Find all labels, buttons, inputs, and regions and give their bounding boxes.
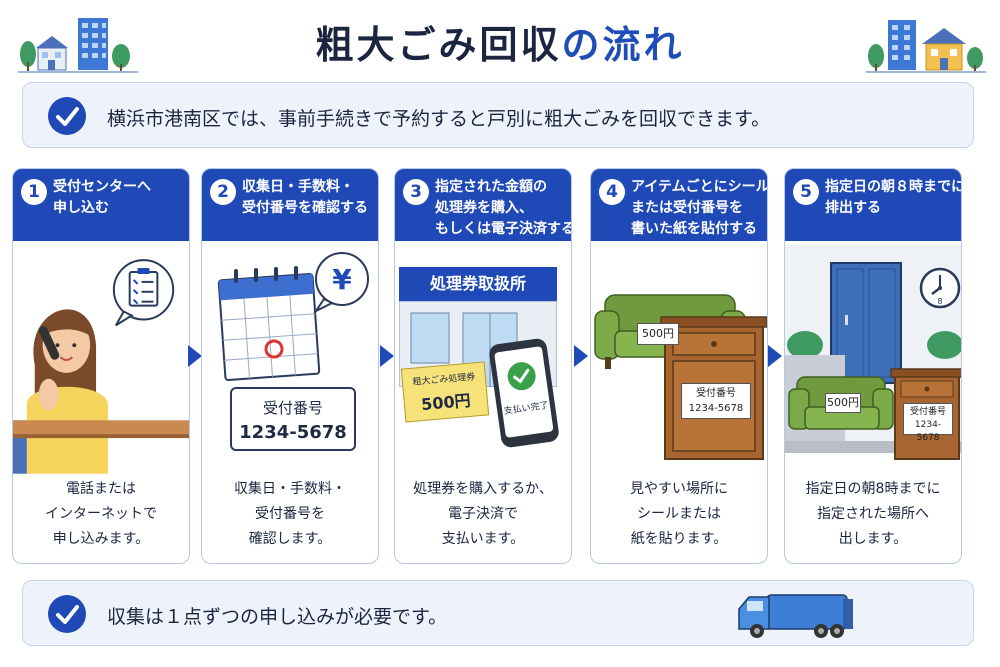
step-caption: 指定日の朝8時までに 指定された場所へ 出します。 <box>785 477 961 552</box>
heading-line: 排出する <box>825 200 881 216</box>
caption-line: 指定日の朝8時までに <box>805 481 941 497</box>
houses-icon <box>866 20 986 73</box>
caption-line: 処理券を購入するか、 <box>413 481 553 497</box>
calendar-icon: ¥ <box>217 252 369 381</box>
paper-number: 1234-5678 <box>914 420 942 443</box>
garbage-truck-icon <box>738 594 853 638</box>
caption-line: 見やすい場所に <box>630 481 728 497</box>
step-heading: 受付センターへ 申し込む <box>53 177 183 219</box>
step-4-card: 4 アイテムごとにシール または受付番号を 書いた紙を貼付する 500円 受付番… <box>590 168 768 564</box>
step-caption: 見やすい場所に シールまたは 紙を貼ります。 <box>591 477 767 552</box>
caption-line: 収集日・手数料・ <box>234 481 346 497</box>
heading-line: 指定日の朝８時までに <box>825 179 962 195</box>
heading-line: 書いた紙を貼付する <box>631 221 757 237</box>
caption-line: 電子決済で <box>448 506 518 522</box>
receipt-number: 1234-5678 <box>239 422 347 443</box>
step-5-card: 5 指定日の朝８時までに 排出する <box>784 168 962 564</box>
check-circle-icon <box>48 97 86 135</box>
heading-line: もしくは電子決済する <box>435 221 572 237</box>
city-buildings-icon <box>18 18 138 73</box>
sofa-icon <box>594 294 767 460</box>
clock-icon: 8 <box>919 267 961 309</box>
intro-banner: 横浜市港南区では、事前手続きで予約すると戸別に粗大ごみを回収できます。 <box>22 82 974 148</box>
step-header: 1 受付センターへ 申し込む <box>13 169 189 241</box>
step-number: 3 <box>403 179 429 205</box>
step-4-illustration: 500円 受付番号 1234-5678 <box>591 245 767 475</box>
caption-line: 紙を貼ります。 <box>630 531 728 547</box>
step-header: 4 アイテムごとにシール または受付番号を 書いた紙を貼付する <box>591 169 767 241</box>
step-number: 4 <box>599 179 625 205</box>
caption-line: シールまたは <box>637 506 721 522</box>
price-sticker: 500円 <box>637 323 679 345</box>
heading-line: アイテムごとにシール <box>631 179 768 195</box>
receipt-label: 受付番号 <box>262 399 323 417</box>
payment-done-text: 支払い完了 <box>503 400 550 417</box>
heading-line: 受付センターへ <box>53 179 151 195</box>
paper-label: 受付番号 <box>696 388 736 399</box>
step-heading: アイテムごとにシール または受付番号を 書いた紙を貼付する <box>631 177 768 240</box>
caption-line: 出します。 <box>838 531 908 547</box>
heading-line: 処理券を購入、 <box>435 200 533 216</box>
reception-number-paper: 受付番号 1234-5678 <box>903 403 953 443</box>
step-1-card: 1 受付センターへ 申し込む 電話または インターネットで 申し込みます。 <box>12 168 190 564</box>
arrow-right-icon <box>380 345 394 367</box>
arrow-right-icon <box>574 345 588 367</box>
check-circle-icon <box>48 595 86 633</box>
paper-label: 受付番号 <box>909 407 946 417</box>
step-header: 3 指定された金額の 処理券を購入、 もしくは電子決済する <box>395 169 571 241</box>
disposal-ticket: 粗大ごみ処理券 500円 <box>400 361 490 423</box>
step-caption: 処理券を購入するか、 電子決済で 支払います。 <box>395 477 571 552</box>
paper-number: 1234-5678 <box>688 403 744 414</box>
step-header: 2 収集日・手数料・ 受付番号を確認する <box>202 169 378 241</box>
note-banner: 収集は１点ずつの申し込みが必要です。 <box>22 580 974 646</box>
heading-line: または受付番号を <box>631 200 743 216</box>
step-heading: 収集日・手数料・ 受付番号を確認する <box>242 177 372 219</box>
step-heading: 指定日の朝８時までに 排出する <box>825 177 962 219</box>
step-number: 5 <box>793 179 819 205</box>
caption-line: 申し込みます。 <box>52 531 150 547</box>
smartphone-icon: 支払い完了 <box>488 337 560 449</box>
title-accent: の流れ <box>561 23 685 67</box>
step-header: 5 指定日の朝８時までに 排出する <box>785 169 961 241</box>
step-2-card: 2 収集日・手数料・ 受付番号を確認する ¥ 受付番号 1234-5678 <box>201 168 379 564</box>
step-number: 1 <box>21 179 47 205</box>
step-caption: 収集日・手数料・ 受付番号を 確認します。 <box>202 477 378 552</box>
step-number: 2 <box>210 179 236 205</box>
step-2-illustration: ¥ 受付番号 1234-5678 <box>202 245 378 475</box>
svg-text:8: 8 <box>937 297 942 306</box>
heading-line: 指定された金額の <box>435 179 547 195</box>
step-3-card: 3 指定された金額の 処理券を購入、 もしくは電子決済する 処理券取扱所 粗大ご… <box>394 168 572 564</box>
step-5-illustration: 8 500円 受付番号 1234-5678 <box>785 245 961 475</box>
caption-line: 支払います。 <box>441 531 525 547</box>
intro-text: 横浜市港南区では、事前手続きで予約すると戸別に粗大ごみを回収できます。 <box>107 108 771 130</box>
yen-icon: ¥ <box>332 263 352 296</box>
caption-line: インターネットで <box>45 506 157 522</box>
caption-line: 受付番号を <box>255 506 325 522</box>
title-main: 粗大ごみ回収 <box>315 23 562 67</box>
heading-line: 受付番号を確認する <box>242 200 368 216</box>
payment-check-icon <box>507 362 536 391</box>
step-caption: 電話または インターネットで 申し込みます。 <box>13 477 189 552</box>
step-3-illustration: 処理券取扱所 粗大ごみ処理券 500円 支払い完了 <box>395 245 571 475</box>
ticket-price: 500円 <box>420 390 472 415</box>
phone-call-icon <box>13 259 189 474</box>
price-sticker: 500円 <box>825 393 861 413</box>
page-title: 粗大ごみ回収の流れ <box>0 14 1000 69</box>
caption-line: 電話または <box>66 481 136 497</box>
reception-number-paper: 受付番号 1234-5678 <box>681 383 751 419</box>
heading-line: 申し込む <box>53 200 109 216</box>
caption-line: 指定された場所へ <box>817 506 929 522</box>
arrow-right-icon <box>768 345 782 367</box>
caption-line: 確認します。 <box>248 531 332 547</box>
receipt-number-card: 受付番号 1234-5678 <box>230 387 356 451</box>
arrow-right-icon <box>188 345 202 367</box>
heading-line: 収集日・手数料・ <box>242 179 354 195</box>
store-sign: 処理券取扱所 <box>399 267 557 301</box>
note-text: 収集は１点ずつの申し込みが必要です。 <box>107 606 448 628</box>
step-heading: 指定された金額の 処理券を購入、 もしくは電子決済する <box>435 177 572 240</box>
